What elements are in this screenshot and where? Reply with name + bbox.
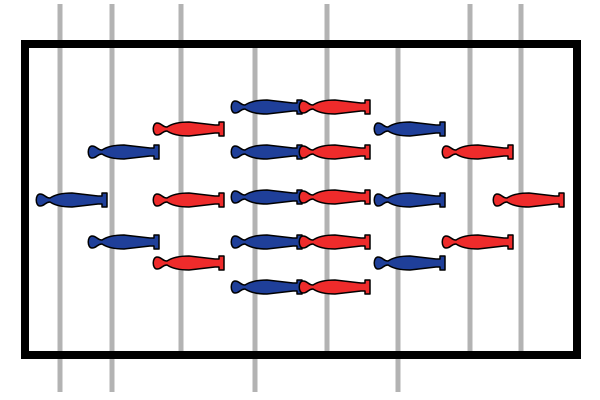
red-player-rod-3-3[interactable] — [152, 255, 225, 271]
blue-player-rod-6-1[interactable] — [373, 121, 446, 137]
blue-player-rod-4-4[interactable] — [230, 234, 303, 250]
blue-player-rod-6-3[interactable] — [373, 255, 446, 271]
players-layer — [35, 99, 565, 295]
red-player-rod-5-4[interactable] — [298, 234, 371, 250]
blue-player-rod-2-1[interactable] — [87, 144, 160, 160]
blue-player-rod-4-3[interactable] — [230, 189, 303, 205]
red-player-rod-3-1[interactable] — [152, 121, 225, 137]
blue-player-rod-4-5[interactable] — [230, 279, 303, 295]
blue-player-rod-1-1[interactable] — [35, 192, 108, 208]
red-player-rod-5-5[interactable] — [298, 279, 371, 295]
blue-player-rod-2-2[interactable] — [87, 234, 160, 250]
red-player-rod-5-3[interactable] — [298, 189, 371, 205]
red-player-rod-7-1[interactable] — [441, 144, 514, 160]
red-player-rod-8-1[interactable] — [492, 192, 565, 208]
red-player-rod-5-2[interactable] — [298, 144, 371, 160]
blue-player-rod-4-1[interactable] — [230, 99, 303, 115]
blue-player-rod-6-2[interactable] — [373, 192, 446, 208]
red-player-rod-7-2[interactable] — [441, 234, 514, 250]
red-player-rod-3-2[interactable] — [152, 192, 225, 208]
red-player-rod-5-1[interactable] — [298, 99, 371, 115]
blue-player-rod-4-2[interactable] — [230, 144, 303, 160]
table-frame — [21, 40, 581, 359]
